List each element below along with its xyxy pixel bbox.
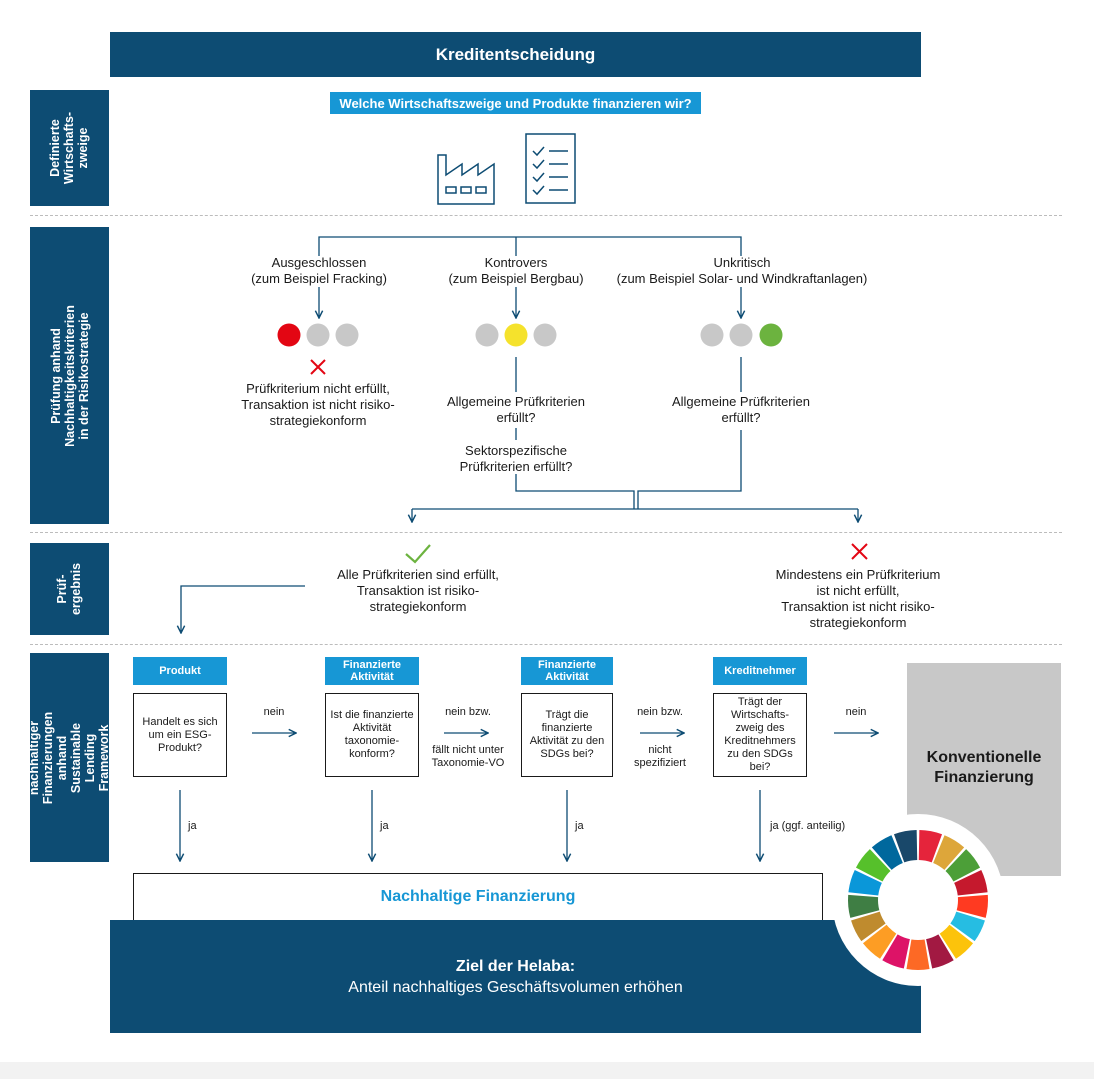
cross-icon <box>310 359 326 375</box>
checklist-icon <box>525 133 576 204</box>
label-nein-detail: nicht spezifiziert <box>634 744 686 769</box>
outcome-line: Mindestens ein Prüfkriterium <box>775 567 941 582</box>
side-label-pruefergebnis: Prüf- ergebnis <box>30 543 109 635</box>
side-label-pruefung: Prüfung anhand Nachhaltigkeitskriterien … <box>30 227 109 524</box>
result-line: strategiekonform <box>269 413 367 428</box>
slf-question-taxonomie: Ist die finanzierte Aktivität taxonomie-… <box>325 693 419 777</box>
section-divider <box>30 644 1062 645</box>
goal-box: Ziel der Helaba: Anteil nachhaltiges Ges… <box>110 920 921 1033</box>
goal-title: Ziel der Helaba: <box>455 957 576 975</box>
result-line: Prüfkriterium nicht erfüllt, <box>246 381 390 396</box>
category-title: Kontrovers <box>484 255 548 270</box>
slf-question-sdg-kreditnehmer: Trägt der Wirtschafts- zweig des Kreditn… <box>713 693 807 777</box>
footer-strip <box>0 1062 1094 1079</box>
diagram-title: Kreditentscheidung <box>110 32 921 77</box>
conventional-financing-label: Konventionelle Finanzierung <box>926 749 1042 786</box>
slf-tag-finanzierte-aktivitaet: Finanzierte Aktivität <box>521 657 613 685</box>
outcome-line: Transaktion ist nicht risiko- <box>781 599 935 614</box>
goal-text: Anteil nachhaltiges Geschäftsvolumen erh… <box>348 978 683 996</box>
category-ausgeschlossen: Ausgeschlossen (zum Beispiel Fracking) <box>219 255 419 287</box>
category-title: Unkritisch <box>713 255 771 270</box>
traffic-light-kontrovers <box>475 323 557 347</box>
result-ausgeschlossen: Prüfkriterium nicht erfüllt, Transaktion… <box>218 381 418 429</box>
result-line: Allgemeine Prüfkriterien <box>671 394 810 409</box>
slf-tag-finanzierte-aktivitaet: Finanzierte Aktivität <box>325 657 419 685</box>
outcome-pass: Alle Prüfkriterien sind erfüllt, Transak… <box>308 567 528 615</box>
category-unkritisch: Unkritisch (zum Beispiel Solar- und Wind… <box>596 255 888 287</box>
slf-question-sdg-aktivitaet: Trägt die finanzierte Aktivität zu den S… <box>521 693 613 777</box>
factory-icon <box>437 154 495 205</box>
section-divider <box>30 532 1062 533</box>
label-nein: nein bzw. <box>445 706 491 718</box>
outcome-line: Transaktion ist risiko- <box>356 583 480 598</box>
side-label-wirtschaftszweige: Definierte Wirtschafts- zweige <box>30 90 109 206</box>
result-line: Prüfkriterien erfüllt? <box>459 459 573 474</box>
label-nein: nein <box>845 706 867 718</box>
outcome-line: Alle Prüfkriterien sind erfüllt, <box>337 567 499 582</box>
label-ja: ja <box>188 820 197 832</box>
outcome-line: ist nicht erfüllt, <box>816 583 900 598</box>
category-kontrovers: Kontrovers (zum Beispiel Bergbau) <box>416 255 616 287</box>
slf-tag-produkt: Produkt <box>133 657 227 685</box>
label-nein: nein bzw. <box>637 706 683 718</box>
category-example: (zum Beispiel Fracking) <box>251 271 387 286</box>
result-line: erfüllt? <box>721 410 761 425</box>
outcome-fail: Mindestens ein Prüfkriterium ist nicht e… <box>748 567 968 631</box>
question-banner: Welche Wirtschaftszweige und Produkte fi… <box>330 92 701 114</box>
result-line: Transaktion ist nicht risiko- <box>241 397 395 412</box>
slf-tag-kreditnehmer: Kreditnehmer <box>713 657 807 685</box>
check-icon <box>405 544 431 564</box>
category-example: (zum Beispiel Solar- und Windkraftanlage… <box>616 271 868 286</box>
label-nein: nein <box>263 706 285 718</box>
result-line: erfüllt? <box>496 410 536 425</box>
sustainable-financing-label: Nachhaltige Finanzierung <box>380 888 576 905</box>
section-divider <box>30 215 1062 216</box>
result-line: Sektorspezifische <box>465 443 567 458</box>
sustainable-financing-box: Nachhaltige Finanzierung <box>133 873 823 920</box>
side-label-klassifikation: Klassifikation nachhaltiger Finanzierung… <box>14 653 126 862</box>
label-ja: ja <box>380 820 389 832</box>
category-title: Ausgeschlossen <box>271 255 367 270</box>
outcome-line: strategiekonform <box>809 615 907 630</box>
label-ja: ja <box>575 820 584 832</box>
cross-icon <box>851 543 868 560</box>
traffic-light-unkritisch <box>700 323 783 347</box>
traffic-light-ausgeschlossen <box>277 323 359 347</box>
result-kontrovers-sektor: Sektorspezifische Prüfkriterien erfüllt? <box>416 443 616 475</box>
label-nein-detail: fällt nicht unter Taxonomie-VO <box>431 744 505 769</box>
result-unkritisch: Allgemeine Prüfkriterien erfüllt? <box>641 394 841 426</box>
slf-question-esg-produkt: Handelt es sich um ein ESG- Produkt? <box>133 693 227 777</box>
outcome-line: strategiekonform <box>369 599 467 614</box>
result-kontrovers: Allgemeine Prüfkriterien erfüllt? <box>416 394 616 426</box>
result-line: Allgemeine Prüfkriterien <box>446 394 585 409</box>
label-ja-anteilig: ja (ggf. anteilig) <box>770 820 846 832</box>
category-example: (zum Beispiel Bergbau) <box>448 271 584 286</box>
